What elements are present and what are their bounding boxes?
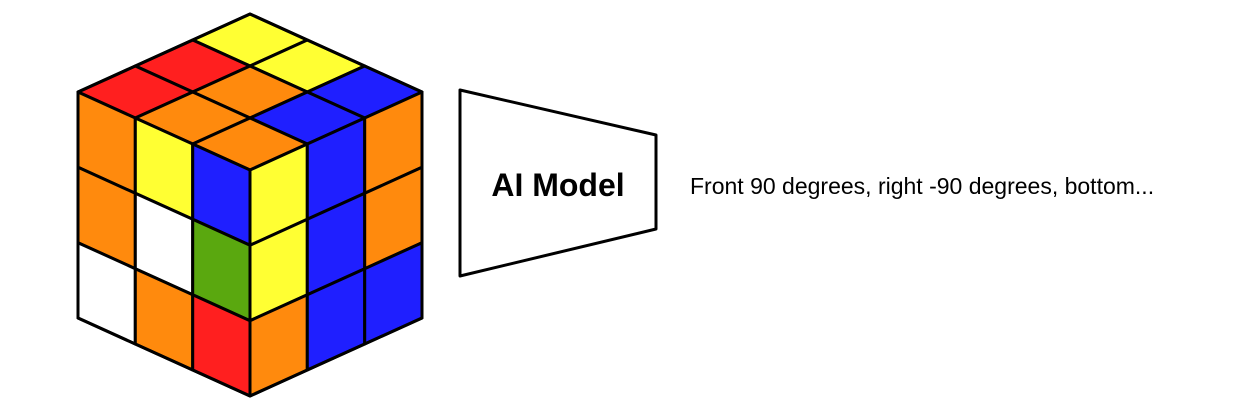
ai-model-block: AI Model — [458, 88, 658, 278]
model-output-text: Front 90 degrees, right -90 degrees, bot… — [690, 173, 1154, 199]
ai-model-trapezoid — [458, 88, 658, 278]
cube-outline — [76, 12, 424, 398]
ai-model-label: AI Model — [491, 167, 624, 203]
rubiks-cube — [76, 12, 424, 398]
